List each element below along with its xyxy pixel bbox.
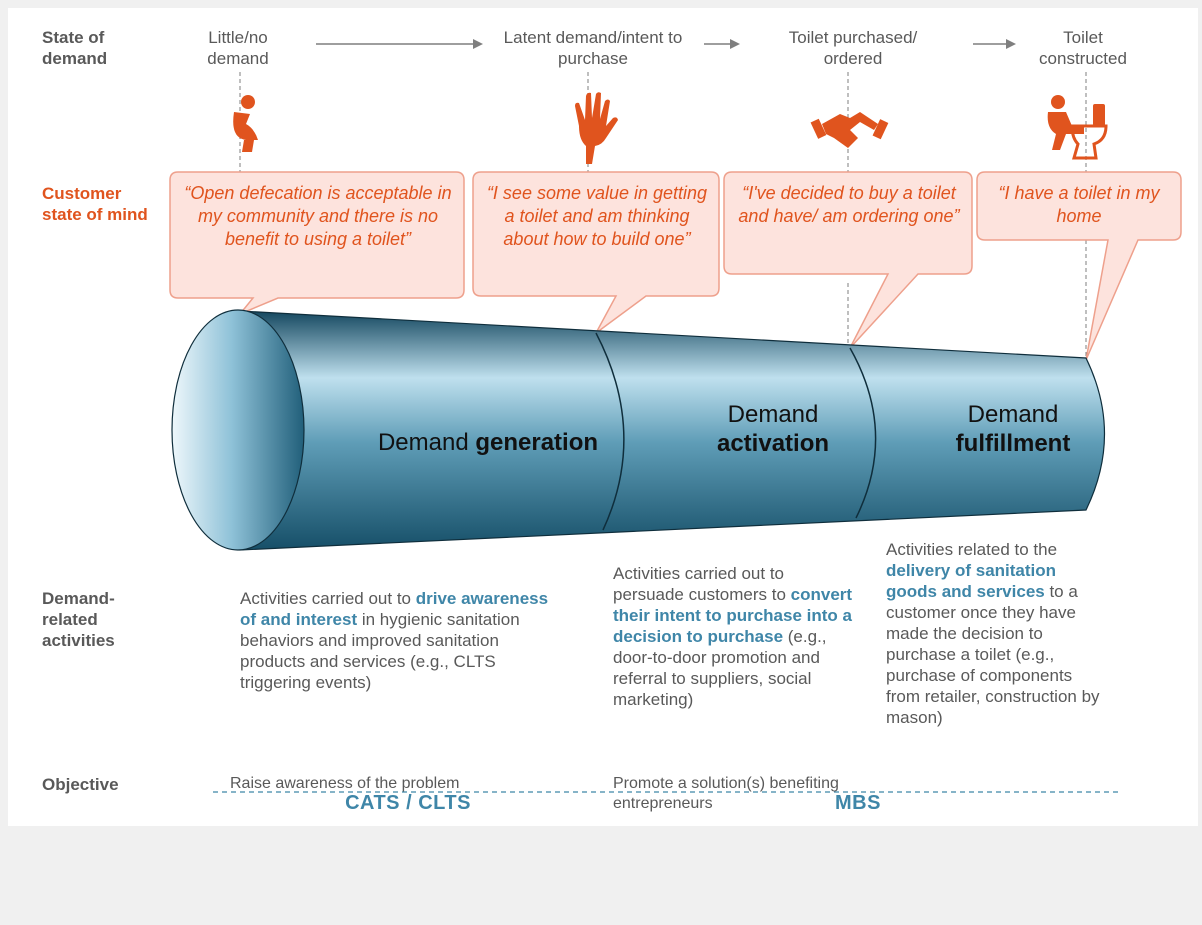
speech-bubble-1 [169,171,465,315]
row-label-state-of-demand: State of demand [42,28,108,68]
stage-arrow [316,39,483,49]
funnel-opening [171,309,305,551]
speech-bubble-2 [472,171,720,334]
stage-label-toilet-constructed: Toilet constructed [1039,28,1127,68]
quote-toilet-purchased: “I've decided to buy a toilet and have/ … [738,183,960,226]
quote-latent-demand: “I see some value in getting a toilet an… [486,183,708,249]
row-label-customer-state-of-mind: Customer state of mind [42,184,148,224]
funnel-tube [239,310,1105,551]
objective-raise-awareness: Raise awareness of the problem [230,775,460,792]
row-label-objective: Objective [42,775,119,794]
group-label-cats-clts: CATS / CLTS [345,792,471,814]
funnel-graphic [169,39,1182,793]
stage-label-latent-demand: Latent demand/intent to purchase [503,28,683,68]
row-label-demand-related-activities: Demand-related activities [42,589,115,650]
segment-divider [849,347,877,519]
objective-promote-solution: Promote a solution(s) benefiting entrepr… [613,775,839,812]
raised-hand-icon [575,92,618,164]
speech-bubble-4 [976,171,1182,361]
quote-little-demand: “Open defecation is acceptable in my com… [184,183,452,249]
quote-toilet-constructed: “I have a toilet in my home [998,183,1160,226]
stage-arrow [704,39,740,49]
diagram-canvas: State of demand Customer state of mind D… [8,8,1198,826]
activities-demand-generation: Activities carried out to drive awarenes… [240,589,549,692]
handshake-icon [810,112,889,148]
person-on-toilet-icon [1047,95,1108,160]
group-label-mbs: MBS [835,792,881,814]
stage-label-little-demand: Little/no demand [207,28,269,68]
segment-divider [595,332,625,531]
stage-arrow [973,39,1016,49]
squatting-person-icon [233,95,258,152]
segment-demand-generation: Demand generation [377,429,599,456]
activities-demand-fulfillment: Activities related to the delivery of sa… [886,540,1100,727]
activities-demand-activation: Activities carried out to persuade custo… [613,564,853,709]
speech-bubble-3 [723,171,973,349]
stage-label-toilet-purchased: Toilet purchased/ ordered [788,28,918,68]
